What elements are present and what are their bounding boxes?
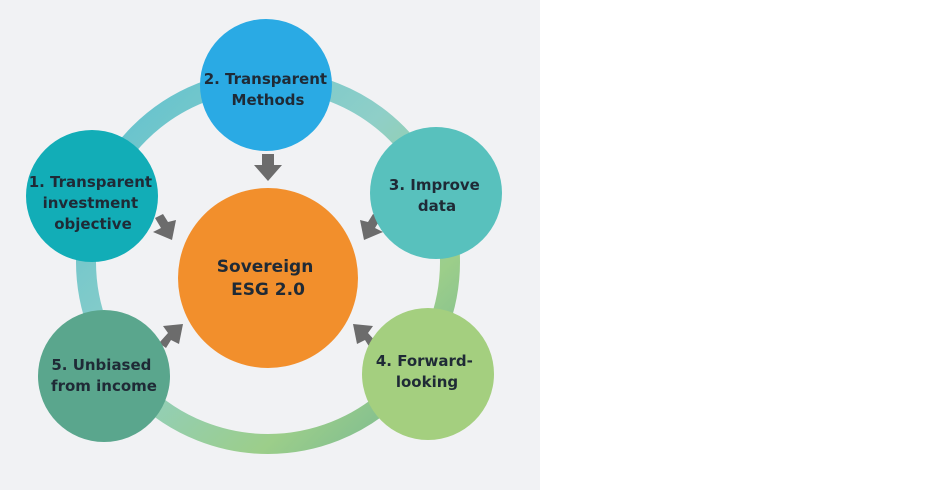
- node-3-label: 3. Improve data: [389, 176, 485, 215]
- node-1-label: 1. Transparent investment objective: [29, 173, 158, 233]
- node-3-label-line-2: data: [418, 197, 456, 215]
- node-1-circle: [26, 130, 158, 262]
- node-3-label-line-1: 3. Improve: [389, 176, 480, 194]
- node-4-label: 4. Forward- looking: [376, 352, 478, 391]
- node-5-circle: [38, 310, 170, 442]
- node-5-label-line-2: from income: [51, 377, 157, 395]
- node-2-label-line-2: Methods: [232, 91, 305, 109]
- center-label: Sovereign ESG 2.0: [217, 257, 319, 300]
- node-1-label-line-3: objective: [54, 215, 132, 233]
- diagram-canvas: Sovereign ESG 2.0 2. Transparent Methods…: [26, 19, 502, 454]
- node-1-label-line-1: 1. Transparent: [29, 173, 152, 191]
- node-2-label-line-1: 2. Transparent: [204, 70, 327, 88]
- arrow-from-node-1: [153, 214, 176, 240]
- arrow-from-node-5: [159, 324, 183, 348]
- center-label-line-2: ESG 2.0: [231, 280, 305, 300]
- node-5-label-line-1: 5. Unbiased: [51, 356, 151, 374]
- node-2-label: 2. Transparent Methods: [204, 70, 333, 109]
- node-2-circle: [200, 19, 332, 151]
- center-label-line-1: Sovereign: [217, 257, 314, 277]
- node-1-label-line-2: investment: [43, 194, 139, 212]
- node-4-label-line-2: looking: [396, 373, 458, 391]
- arrow-from-node-2: [254, 154, 282, 181]
- node-3-circle: [370, 127, 502, 259]
- node-4-circle: [362, 308, 494, 440]
- node-5-label: 5. Unbiased from income: [51, 356, 157, 395]
- center-circle: [178, 188, 358, 368]
- sovereign-esg-diagram: Sovereign ESG 2.0 2. Transparent Methods…: [0, 0, 540, 490]
- node-4-label-line-1: 4. Forward-: [376, 352, 473, 370]
